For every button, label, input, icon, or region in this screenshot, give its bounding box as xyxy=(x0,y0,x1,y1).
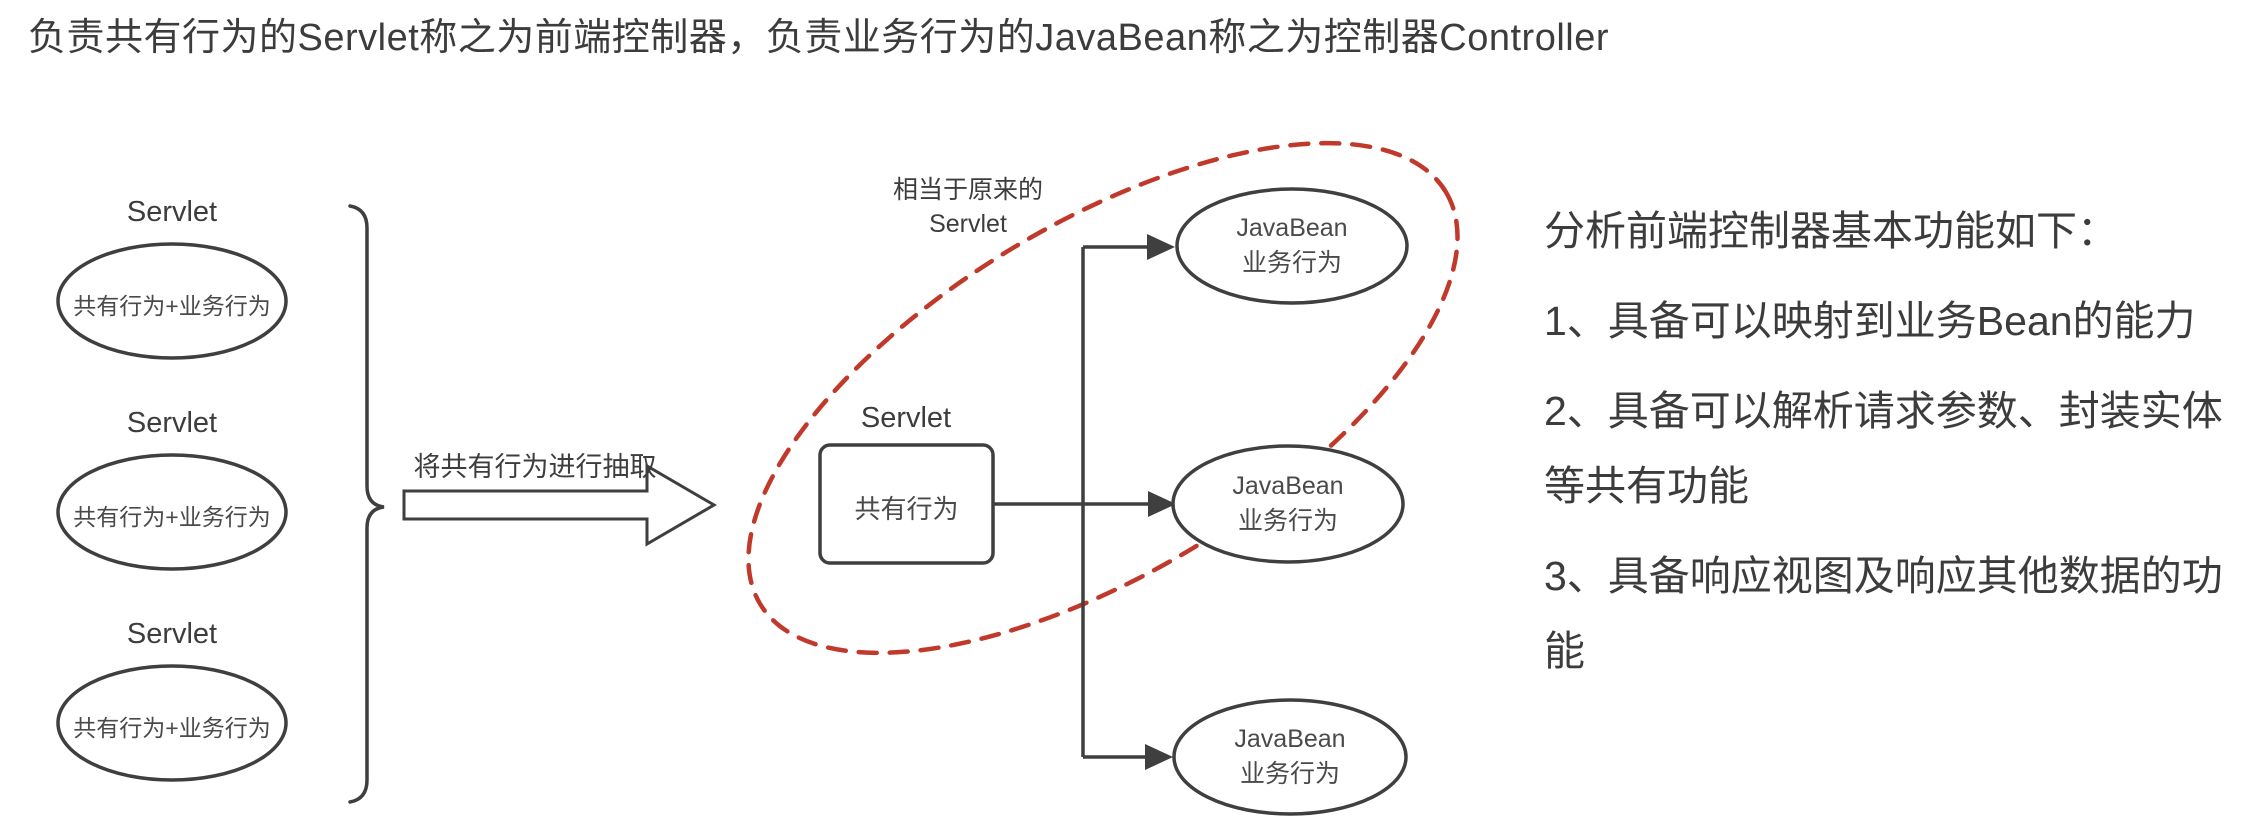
javabean-ellipse-2 xyxy=(1171,444,1405,564)
front-controller-servlet-label: Servlet xyxy=(860,402,952,434)
original-servlet-annotation: 相当于原来的 Servlet xyxy=(818,173,1118,241)
arrowhead-bottom xyxy=(1145,744,1173,770)
javabean-2-line-1: JavaBean xyxy=(1232,472,1344,500)
notes-item-1: 1、具备可以映射到业务Bean的能力 xyxy=(1544,298,2196,344)
javabean-ellipse-1 xyxy=(1175,187,1409,305)
javabean-ellipse-3 xyxy=(1172,698,1408,816)
javabean-text-2: JavaBean 业务行为 xyxy=(1173,469,1403,539)
servlet-label-3: Servlet xyxy=(126,618,218,650)
highlight-dashed-ellipse xyxy=(746,140,1460,656)
javabean-3-line-2: 业务行为 xyxy=(1239,760,1340,788)
notes-block: 分析前端控制器基本功能如下： 1、具备可以映射到业务Bean的能力 2、具备可以… xyxy=(1544,194,2226,704)
annotation-line-2: Servlet xyxy=(929,210,1007,238)
notes-heading: 分析前端控制器基本功能如下： xyxy=(1544,208,2118,254)
annotation-line-1: 相当于原来的 xyxy=(892,176,1043,204)
javabean-1-line-1: JavaBean xyxy=(1236,214,1348,242)
servlet-ellipse-3 xyxy=(56,664,288,782)
servlet-ellipse-2 xyxy=(56,453,288,571)
javabean-text-1: JavaBean 业务行为 xyxy=(1177,211,1407,281)
arrowhead-top xyxy=(1147,234,1175,260)
javabean-1-line-2: 业务行为 xyxy=(1241,249,1342,277)
page-title: 负责共有行为的Servlet称之为前端控制器，负责业务行为的JavaBean称之… xyxy=(28,17,1610,59)
javabean-3-line-1: JavaBean xyxy=(1234,725,1346,753)
javabean-text-3: JavaBean 业务行为 xyxy=(1175,722,1405,792)
extract-arrow xyxy=(402,463,717,547)
servlet-body-3: 共有行为+业务行为 xyxy=(73,715,271,741)
servlet-body-2: 共有行为+业务行为 xyxy=(73,504,271,530)
front-controller-box-label: 共有行为 xyxy=(854,494,959,524)
servlet-label-2: Servlet xyxy=(126,407,218,439)
servlet-label-1: Servlet xyxy=(126,196,218,228)
grouping-brace xyxy=(348,204,385,804)
arrowhead-middle xyxy=(1148,491,1176,517)
notes-item-2: 2、具备可以解析请求参数、封装实体等共有功能 xyxy=(1544,388,2223,509)
servlet-body-1: 共有行为+业务行为 xyxy=(73,293,271,319)
servlet-ellipse-1 xyxy=(56,242,288,360)
extract-arrow-label: 将共有行为进行抽取 xyxy=(413,452,657,482)
notes-item-3: 3、具备响应视图及响应其他数据的功能 xyxy=(1544,553,2223,674)
javabean-2-line-2: 业务行为 xyxy=(1237,507,1338,535)
